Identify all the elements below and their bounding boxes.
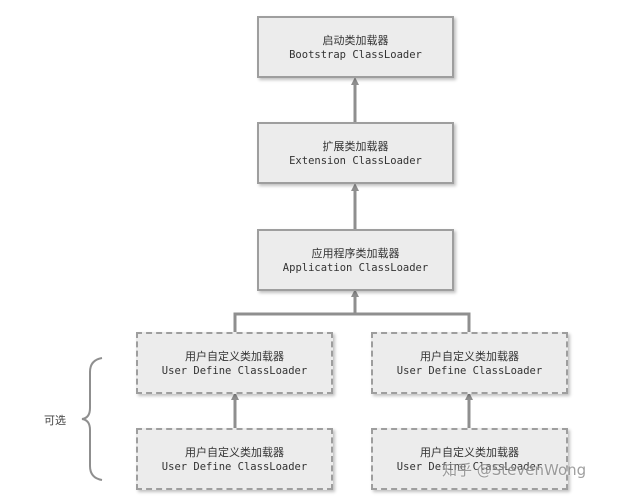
user-left-top-zh-label: 用户自定义类加载器 [185, 349, 284, 363]
user-classloader-box-right-bottom: 用户自定义类加载器 User Define ClassLoader [371, 428, 568, 490]
optional-brace [81, 357, 103, 481]
user-classloader-box-left-bottom: 用户自定义类加载器 User Define ClassLoader [136, 428, 333, 490]
bootstrap-classloader-box: 启动类加载器 Bootstrap ClassLoader [257, 16, 454, 78]
bootstrap-en-label: Bootstrap ClassLoader [289, 48, 422, 61]
application-zh-label: 应用程序类加载器 [311, 246, 400, 260]
user-right-top-zh-label: 用户自定义类加载器 [420, 349, 519, 363]
extension-classloader-box: 扩展类加载器 Extension ClassLoader [257, 122, 454, 184]
user-classloader-box-left-top: 用户自定义类加载器 User Define ClassLoader [136, 332, 333, 394]
bootstrap-zh-label: 启动类加载器 [322, 33, 389, 47]
watermark: 知乎 @StevenWong [442, 461, 587, 479]
extension-zh-label: 扩展类加载器 [322, 139, 389, 153]
optional-label: 可选 [44, 414, 66, 427]
user-right-top-en-label: User Define ClassLoader [396, 364, 543, 377]
application-en-label: Application ClassLoader [282, 261, 429, 274]
user-left-bottom-zh-label: 用户自定义类加载器 [185, 445, 284, 459]
user-left-top-en-label: User Define ClassLoader [161, 364, 308, 377]
fork-user-to-application [233, 312, 471, 332]
user-right-bottom-zh-label: 用户自定义类加载器 [420, 445, 519, 459]
user-classloader-box-right-top: 用户自定义类加载器 User Define ClassLoader [371, 332, 568, 394]
application-classloader-box: 应用程序类加载器 Application ClassLoader [257, 229, 454, 291]
user-left-bottom-en-label: User Define ClassLoader [161, 460, 308, 473]
extension-en-label: Extension ClassLoader [289, 154, 422, 167]
user-right-bottom-en-label: User Define ClassLoader [396, 460, 543, 473]
